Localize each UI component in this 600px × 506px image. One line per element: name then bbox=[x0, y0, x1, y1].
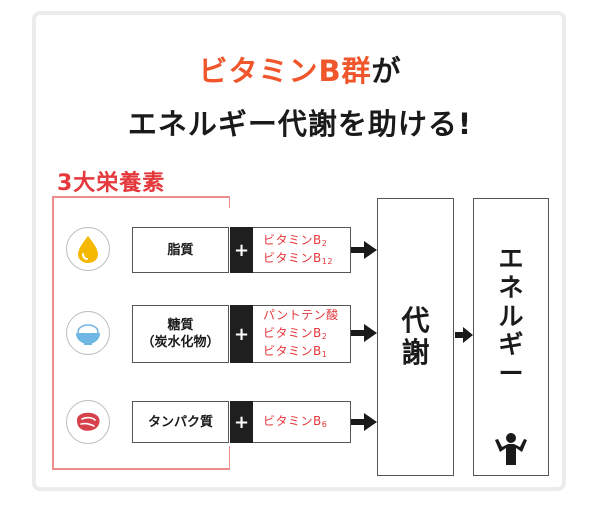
title-accent: ビタミンB群 bbox=[198, 54, 372, 88]
arrow-right-icon bbox=[351, 324, 377, 342]
vitamin-label: パントテン酸 bbox=[263, 308, 339, 322]
arrow-right-icon bbox=[455, 327, 473, 343]
metabolism-label: 代 謝 bbox=[401, 303, 430, 369]
title-line-1: ビタミンB群が bbox=[0, 48, 600, 90]
meat-icon bbox=[66, 400, 110, 444]
metabolism-box: 代 謝 bbox=[377, 198, 454, 476]
macronutrients-bracket-bottom bbox=[52, 462, 230, 470]
arrow-right-icon bbox=[351, 241, 377, 259]
energy-label: エ ネ ル ギ ー bbox=[498, 244, 524, 389]
plus-sign: + bbox=[230, 401, 253, 443]
title-line-2: エネルギー代謝を助ける! bbox=[127, 107, 473, 141]
rice-bowl-icon bbox=[66, 311, 110, 355]
vitamin-label: ビタミンB1 bbox=[263, 344, 328, 359]
title-line-1-rest: が bbox=[371, 54, 402, 88]
vitamin-label: ビタミンB2 bbox=[263, 233, 328, 248]
plus-sign: + bbox=[230, 227, 253, 273]
nutrient-label: 脂質 bbox=[167, 242, 194, 258]
plus-sign: + bbox=[230, 305, 253, 363]
arrow-right-icon bbox=[351, 413, 377, 431]
vitamin-box-lipid: ビタミンB2 ビタミンB12 bbox=[253, 227, 351, 273]
nutrient-box-lipid: 脂質 bbox=[132, 227, 229, 273]
energy-box: エ ネ ル ギ ー bbox=[473, 198, 549, 476]
nutrient-box-carbohydrate: 糖質 （炭水化物） bbox=[132, 305, 229, 363]
nutrient-sublabel: （炭水化物） bbox=[141, 335, 220, 350]
vitamin-box-carbohydrate: パントテン酸 ビタミンB2 ビタミンB1 bbox=[253, 305, 351, 363]
vitamin-label: ビタミンB6 bbox=[263, 414, 328, 429]
nutrient-label: タンパク質 bbox=[147, 414, 213, 430]
macronutrients-label: 3大栄養素 bbox=[57, 171, 166, 196]
vitamin-label: ビタミンB2 bbox=[263, 326, 328, 341]
vitamin-label: ビタミンB12 bbox=[263, 251, 333, 266]
nutrient-label: 糖質 bbox=[167, 318, 194, 333]
oil-drop-icon bbox=[66, 227, 110, 271]
nutrient-box-protein: タンパク質 bbox=[132, 401, 229, 443]
person-arms-up-icon bbox=[495, 433, 527, 465]
vitamin-box-protein: ビタミンB6 bbox=[253, 401, 351, 443]
